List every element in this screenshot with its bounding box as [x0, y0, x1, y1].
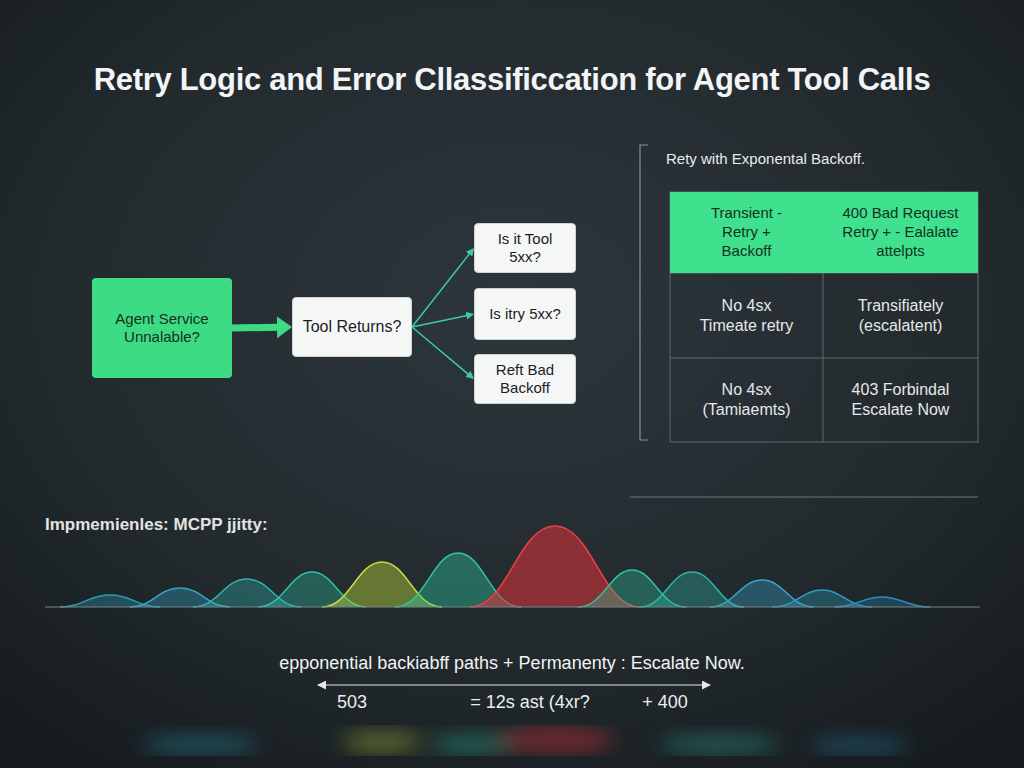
- table-heading: Rety with Exponental Backoff.: [666, 150, 966, 169]
- start-box: Agent Service Unnalable?: [92, 278, 232, 378]
- process-box: Tool Returns?: [292, 297, 412, 357]
- status-code: 503: [322, 691, 382, 714]
- backoff-waves: [60, 526, 930, 607]
- table-grid: [670, 192, 978, 442]
- table-cell: No 4sx Timeate retry: [670, 273, 823, 358]
- baseline: [45, 607, 980, 608]
- cell-text: Transient - Retry + Backoff: [699, 204, 794, 260]
- branch-arrow: [412, 254, 469, 327]
- decision-box: Is it Tool 5xx?: [474, 223, 576, 273]
- decision-box: Is itry 5xx?: [474, 288, 576, 340]
- cell-text: No 4sx (Tamiaemts): [692, 380, 802, 420]
- status-code: + 400: [625, 691, 705, 714]
- cell-text: 403 Forbindal Escalate Now: [838, 380, 963, 420]
- table-cell: Transient - Retry + Backoff: [670, 192, 823, 273]
- cell-text: No 4sx Timeate retry: [692, 296, 802, 336]
- cell-text: Transifiately (escalatent): [838, 296, 963, 336]
- section-label: Impmemienles: MCPP jjitty:: [45, 514, 445, 535]
- node-text: Tool Returns?: [303, 317, 402, 336]
- branch-arrow: [412, 327, 468, 374]
- separator-line: [630, 497, 978, 498]
- table-cell: Transifiately (escalatent): [823, 273, 978, 358]
- table-bracket: [640, 145, 648, 440]
- node-text: Is it Tool 5xx?: [483, 230, 567, 266]
- diagram-title: Retry Logic and Error Cllassificcation f…: [0, 62, 1024, 98]
- caption-note: epponential backiabff paths + Permanenty…: [0, 652, 1024, 675]
- cell-text: 400 Bad Request Retry + - Ealalate attel…: [831, 204, 971, 260]
- reflection-glow: [140, 728, 910, 753]
- table-cell: No 4sx (Tamiaemts): [670, 358, 823, 442]
- table-cell: 400 Bad Request Retry + - Ealalate attel…: [823, 192, 978, 273]
- table-cell: 403 Forbindal Escalate Now: [823, 358, 978, 442]
- node-text: Is itry 5xx?: [489, 305, 561, 323]
- timing-note: = 12s ast (4xr?: [440, 691, 620, 714]
- node-text: Agent Service Unnalable?: [100, 310, 224, 346]
- flow-arrow: [232, 324, 277, 332]
- decision-box: Reft Bad Backoff: [474, 354, 576, 404]
- branch-arrow: [412, 316, 466, 327]
- node-text: Reft Bad Backoff: [483, 361, 567, 397]
- range-arrow: [318, 684, 710, 685]
